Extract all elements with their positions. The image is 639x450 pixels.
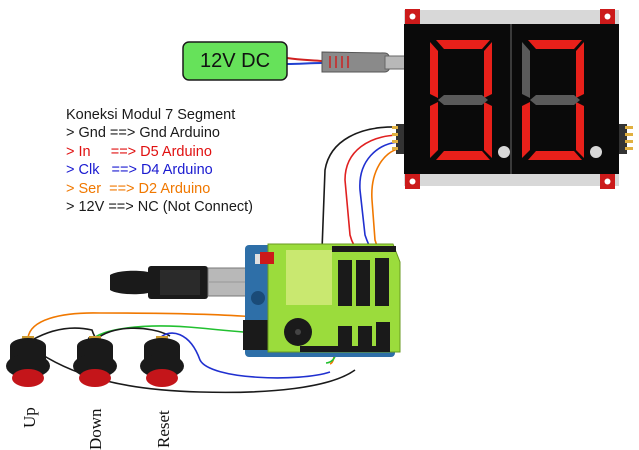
dc-jack-tip xyxy=(384,55,408,70)
note-line-ser: > Ser ==> D2 Arduino xyxy=(66,180,211,197)
seg-e xyxy=(430,102,438,158)
seg-d xyxy=(528,151,582,160)
up-cap xyxy=(12,369,44,387)
connection-notes: Koneksi Modul 7 Segment > Gnd ==> Gnd Ar… xyxy=(66,106,253,216)
button-label-reset: Reset xyxy=(154,410,173,448)
seg-f xyxy=(522,42,530,98)
seg-e xyxy=(522,102,530,158)
seg-c xyxy=(576,102,584,158)
seg-b xyxy=(576,42,584,98)
seg-g xyxy=(438,95,488,105)
seg-g xyxy=(530,95,580,105)
power-wire-red xyxy=(286,57,323,62)
seven-segment-module xyxy=(392,9,633,189)
proto-shield xyxy=(260,243,401,353)
reset-switch xyxy=(260,252,274,264)
reset-cap xyxy=(146,369,178,387)
wire-gnd-common xyxy=(31,347,356,394)
digit-left xyxy=(430,40,510,160)
power-wire-blue xyxy=(286,62,323,65)
wire-down-black xyxy=(95,327,171,341)
seg-a xyxy=(436,40,490,49)
power-label: 12V DC xyxy=(199,49,271,72)
seg-c xyxy=(484,102,492,158)
seg-f xyxy=(430,42,438,98)
display-input-header xyxy=(392,124,404,154)
note-line-clk: > Clk ==> D4 Arduino xyxy=(66,162,213,179)
arduino-board xyxy=(243,243,401,357)
wire-reset-blue xyxy=(159,332,331,379)
power-supply xyxy=(182,41,408,81)
wire-gnd xyxy=(321,126,399,251)
dc-jack-body xyxy=(321,51,392,73)
proto-grid xyxy=(286,250,332,305)
note-line-12v: > 12V ==> NC (Not Connect) xyxy=(66,199,253,216)
button-label-up: Up xyxy=(20,407,39,428)
digit-right xyxy=(522,40,602,160)
dc-jack-grip xyxy=(329,56,349,68)
wire-up-black xyxy=(31,327,97,341)
usb-cable xyxy=(110,266,257,299)
seg-b xyxy=(484,42,492,98)
down-cap xyxy=(79,369,111,387)
button-down xyxy=(73,336,117,387)
button-reset xyxy=(140,336,184,387)
notes-title: Koneksi Modul 7 Segment xyxy=(66,107,236,123)
seg-dp xyxy=(498,146,510,158)
shield-headers xyxy=(300,246,396,352)
seg-a xyxy=(528,40,582,49)
seg-dp xyxy=(590,146,602,158)
button-up xyxy=(6,336,50,387)
button-label-down: Down xyxy=(86,408,105,450)
seg-d xyxy=(436,151,490,160)
note-line-gnd: > Gnd ==> Gnd Arduino xyxy=(66,125,220,142)
power-label-box xyxy=(182,41,288,81)
note-line-in: > In ==> D5 Arduino xyxy=(66,143,212,160)
display-output-header xyxy=(619,124,633,154)
